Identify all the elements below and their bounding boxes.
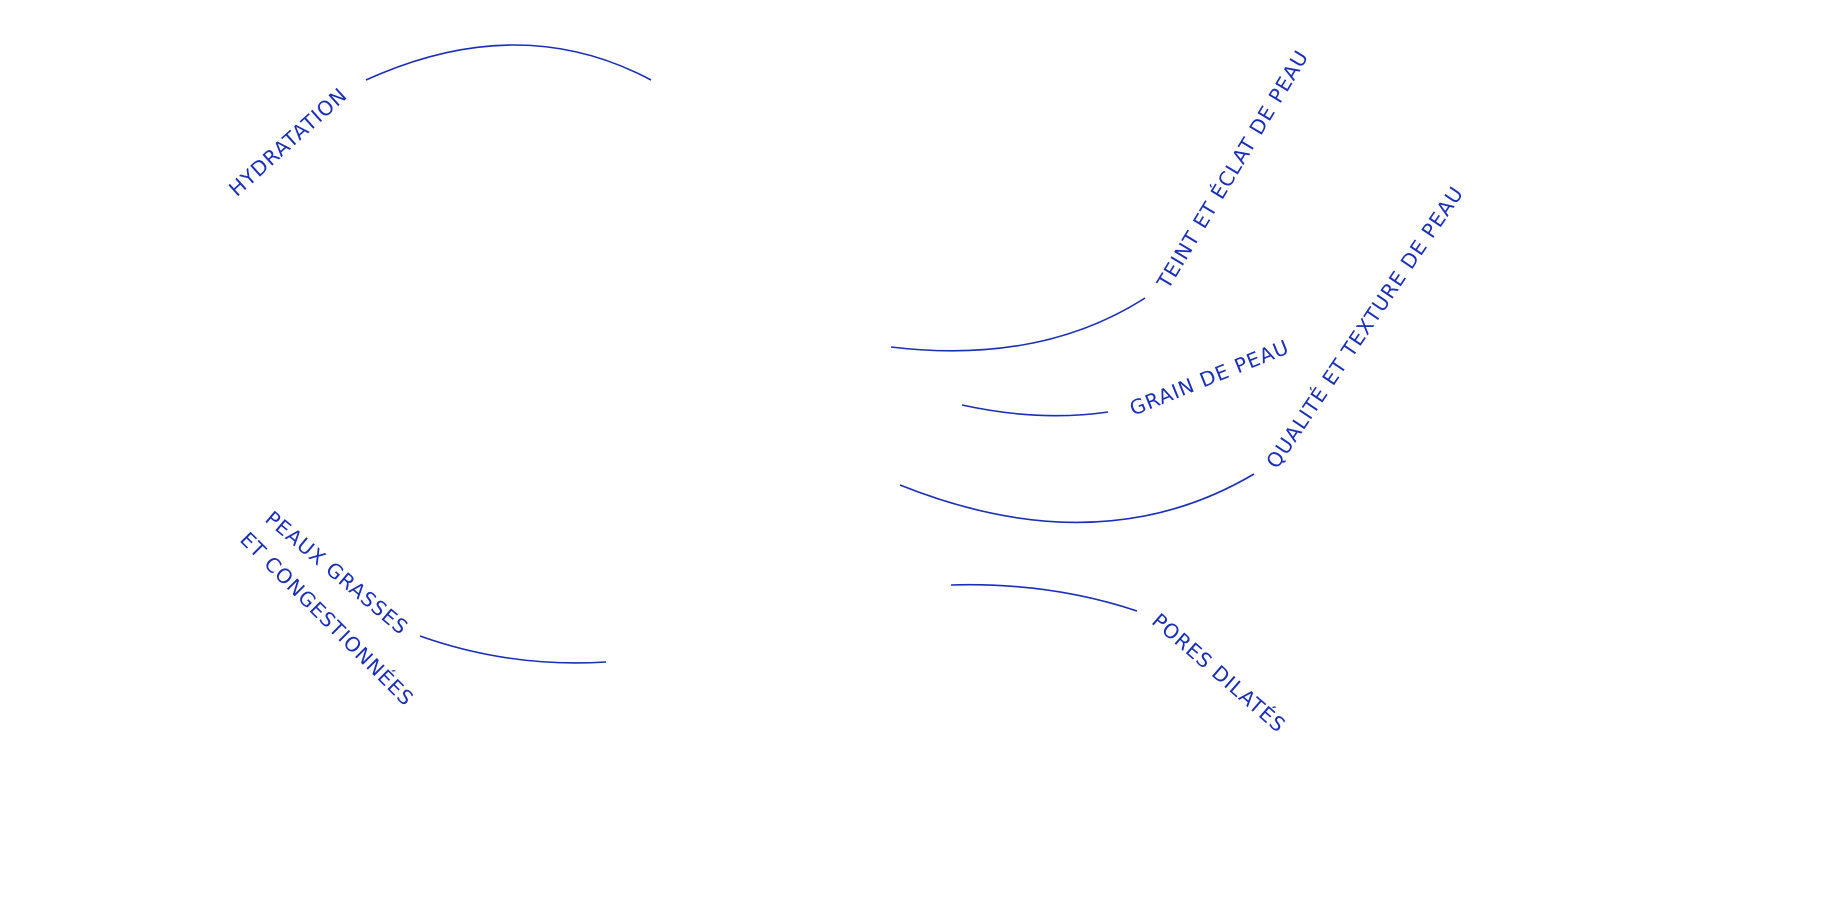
- hydratation-connector-line: [365, 44, 652, 81]
- teint-connector-line: [890, 297, 1146, 352]
- label-pores-dilates: PORES DILATÉS: [1147, 608, 1290, 737]
- label-hydratation: HYDRATATION: [224, 83, 352, 202]
- label-qualite-texture: QUALITÉ ET TEXTURE DE PEAU: [1261, 182, 1468, 473]
- pores-connector-line: [950, 583, 1138, 612]
- qualite-connector-line: [899, 473, 1255, 524]
- grain-connector-line: [961, 404, 1109, 417]
- label-grain-de-peau: GRAIN DE PEAU: [1126, 335, 1293, 421]
- label-teint-eclat: TEINT ET ÉCLAT DE PEAU: [1151, 46, 1313, 294]
- peaux-connector-line: [419, 635, 607, 664]
